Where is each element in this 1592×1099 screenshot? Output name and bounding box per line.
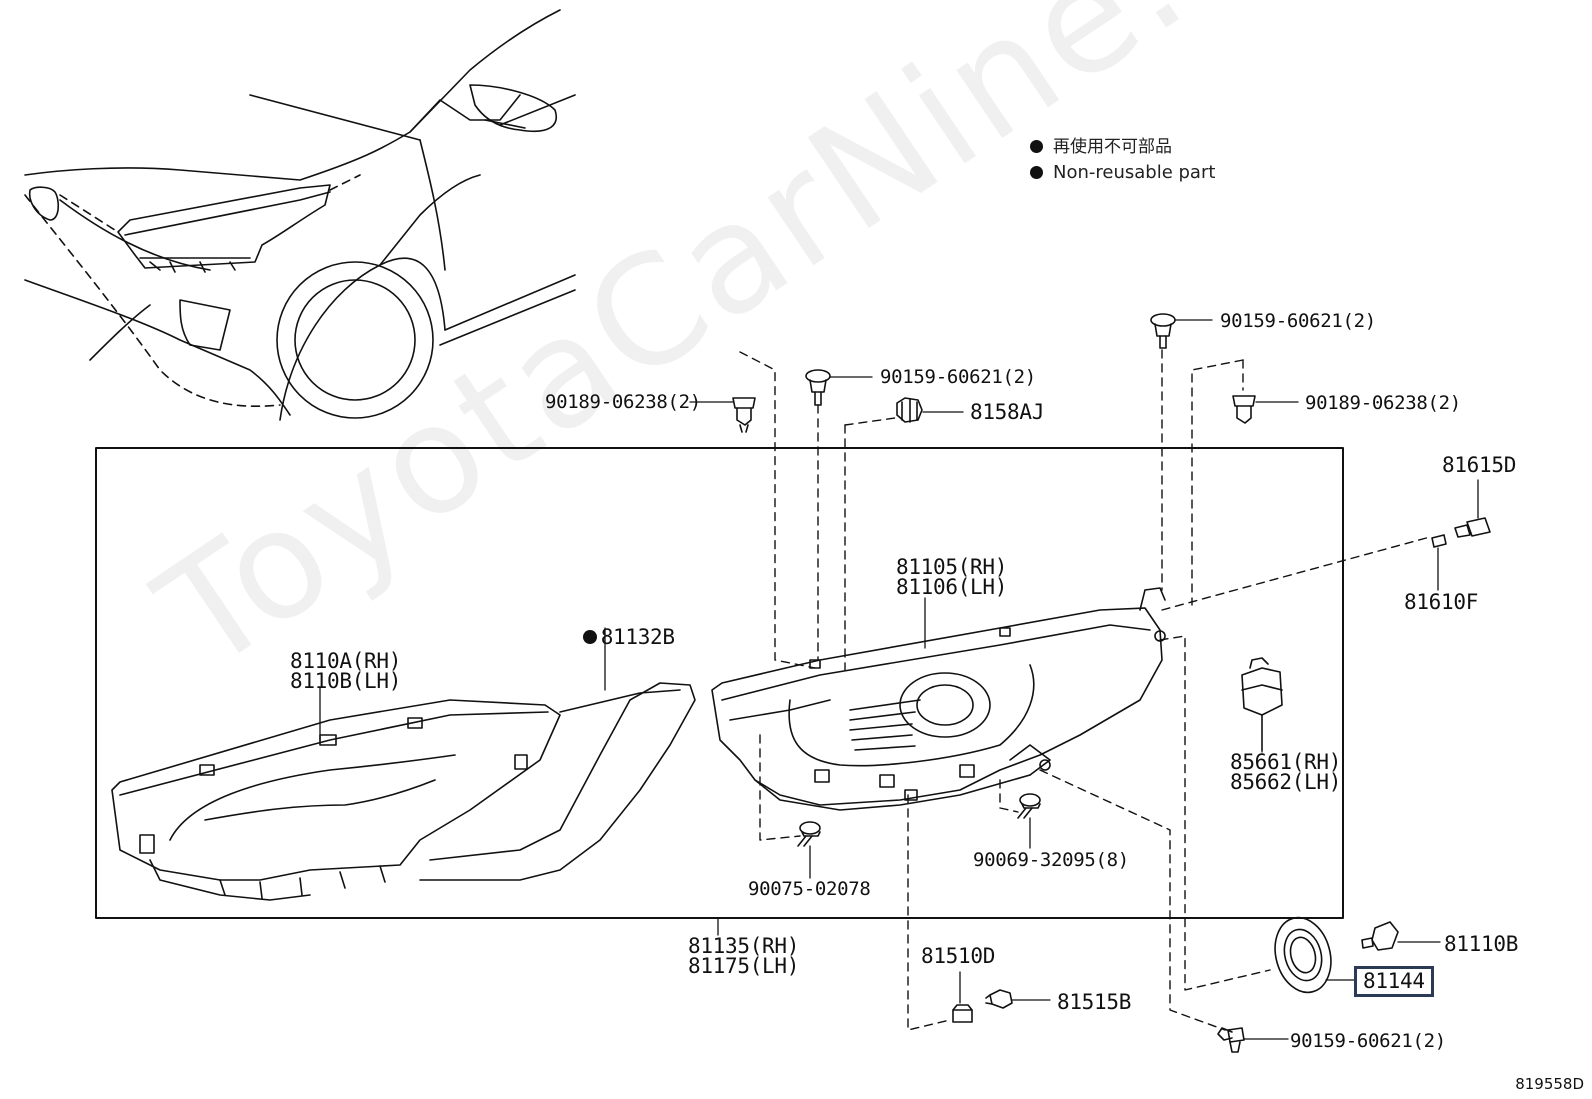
label-81106: 81106(LH) [896,575,1008,599]
assembly-frame [95,447,1344,919]
cap-81144 [1274,916,1332,994]
socket-8158aj [896,397,923,423]
screw-top-right [1150,313,1176,349]
clip-left [732,397,756,433]
bulb-81510d [952,1004,973,1023]
drawing-code: 819558D [1515,1075,1584,1093]
label-90075: 90075-02078 [748,878,871,900]
headlamp-housing [711,587,1166,811]
label-8110a: 8110A(RH) [290,649,402,673]
label-8158aj: 8158AJ [970,400,1045,424]
label-81110b: 81110B [1444,932,1519,956]
label-90159-top-right: 90159-60621(2) [1220,310,1376,332]
label-81132b: 81132B [558,606,675,648]
label-90069: 90069-32095(8) [973,849,1129,871]
label-85661: 85661(RH) [1230,750,1342,774]
screw-top-center [805,369,831,406]
label-8110b: 8110B(LH) [290,669,402,693]
screw-90075 [797,821,821,847]
screw-bottom [1217,1027,1245,1053]
label-81510d: 81510D [921,944,996,968]
legend: 再使用不可部品 Non-reusable part [1030,132,1215,183]
label-81515b: 81515B [1057,990,1132,1014]
label-85662: 85662(LH) [1230,770,1342,794]
legend-item-cn: 再使用不可部品 [1030,132,1215,162]
socket-81610f [1431,534,1447,548]
label-90159-bottom: 90159-60621(2) [1290,1030,1446,1052]
socket-81110b [1361,921,1399,951]
label-90189-right: 90189-06238(2) [1305,392,1461,414]
legend-text-cn: 再使用不可部品 [1053,137,1172,157]
car-outline [24,9,576,421]
bullet-icon [1030,166,1043,179]
leader-lines [319,319,1479,1040]
leveling-motor [1241,657,1283,751]
label-81135: 81135(RH) [688,934,800,958]
legend-item-en: Non-reusable part [1030,162,1215,183]
gasket-top [559,689,681,713]
label-90189-left: 90189-06238(2) [545,391,701,413]
clip-right [1232,395,1256,424]
bullet-icon [1030,140,1043,153]
label-81615d: 81615D [1442,453,1517,477]
lens-assembly [111,699,561,901]
non-reusable-marker [582,630,597,644]
gasket [419,682,696,881]
label-81144-highlighted[interactable]: 81144 [1354,966,1434,997]
legend-text-en: Non-reusable part [1053,162,1216,183]
label-81175: 81175(LH) [688,954,800,978]
label-81105: 81105(RH) [896,555,1008,579]
label-81132b-text: 81132B [600,625,675,649]
label-90159-top-center: 90159-60621(2) [880,366,1036,388]
dashed-assembly-lines [739,349,1431,1031]
bulb-81615d [1454,517,1491,538]
socket-81515b [985,989,1013,1009]
screw-90069 [1017,793,1041,819]
label-81610f: 81610F [1404,590,1479,614]
